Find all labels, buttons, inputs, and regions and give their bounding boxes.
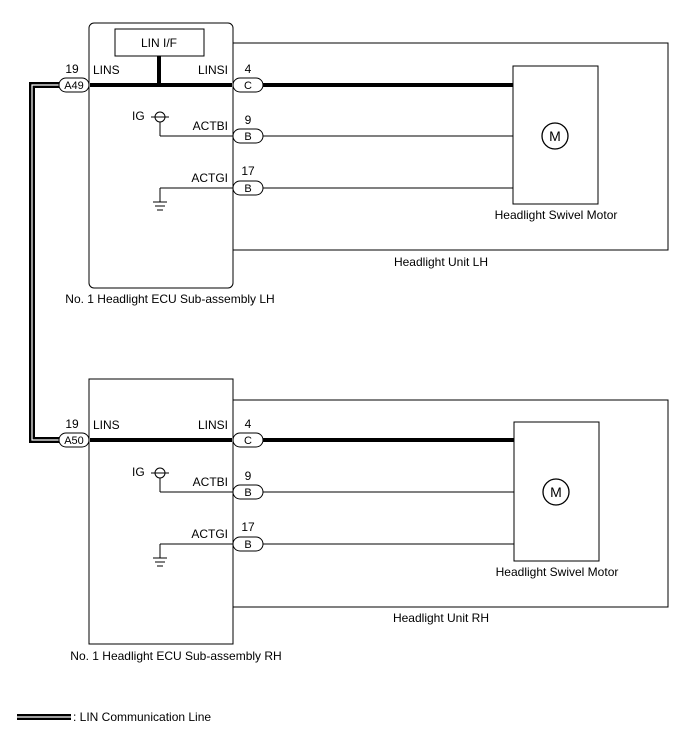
motor-rh-label: Headlight Swivel Motor: [496, 565, 619, 579]
ground-symbol-lh: [153, 187, 233, 211]
connector-a50-label: A50: [64, 435, 84, 447]
lin-if-label: LIN I/F: [141, 36, 177, 50]
connector-b-actgi-lh-label: B: [244, 183, 251, 195]
motor-lh-label: Headlight Swivel Motor: [495, 208, 618, 222]
linsi-pin-rh: 4: [245, 417, 252, 431]
lins-pin-lh: 19: [65, 62, 79, 76]
lins-pin-rh: 19: [65, 417, 79, 431]
connector-a50: A50: [58, 432, 90, 448]
actbi-pin-rh: 9: [245, 469, 252, 483]
ecu-rh-label: No. 1 Headlight ECU Sub-assembly RH: [70, 649, 281, 663]
actgi-pin-lh: 17: [241, 164, 255, 178]
connector-b-actbi-lh-label: B: [244, 131, 251, 143]
connector-b-actgi-rh-label: B: [244, 539, 251, 551]
lins-label-lh: LINS: [93, 63, 120, 77]
unit-rh-label: Headlight Unit RH: [393, 611, 489, 625]
legend: : LIN Communication Line: [17, 710, 211, 724]
ecu-lh-label: No. 1 Headlight ECU Sub-assembly LH: [65, 292, 274, 306]
ecu-lh-box: [88, 22, 234, 289]
connector-b-actgi-rh: B: [232, 536, 264, 552]
ground-symbol-rh: [153, 543, 233, 567]
connector-c-rh-label: C: [244, 435, 252, 447]
actbi-label-lh: ACTBI: [193, 119, 228, 133]
connector-a49-label: A49: [64, 80, 84, 92]
lin-if-box: [114, 28, 205, 57]
actgi-label-rh: ACTGI: [191, 527, 228, 541]
motor-lh-symbol: [541, 122, 569, 150]
connector-b-actgi-lh: B: [232, 180, 264, 196]
motor-rh-symbol: [542, 478, 570, 506]
actgi-label-lh: ACTGI: [191, 171, 228, 185]
actbi-label-rh: ACTBI: [193, 475, 228, 489]
lin-bus-internal-lh: [90, 56, 232, 87]
upper-section: LIN I/F LINS LINSI IG ACTBI ACT: [65, 22, 669, 306]
connector-b-actbi-rh-label: B: [244, 487, 251, 499]
motor-lh-m: M: [549, 128, 561, 144]
connector-c-rh: C: [232, 432, 264, 448]
actgi-pin-rh: 17: [241, 520, 255, 534]
connector-b-actbi-lh: B: [232, 128, 264, 144]
connector-c-lh-label: C: [244, 80, 252, 92]
ig-label-rh: IG: [132, 465, 145, 479]
actbi-pin-lh: 9: [245, 113, 252, 127]
connector-a49: A49: [58, 77, 90, 93]
ig-symbol-rh: IG: [132, 465, 233, 493]
ig-label-lh: IG: [132, 109, 145, 123]
legend-label: : LIN Communication Line: [73, 710, 211, 724]
lin-link: [29, 82, 60, 443]
unit-lh-label: Headlight Unit LH: [394, 255, 488, 269]
ecu-rh-box: [88, 378, 234, 645]
linsi-pin-lh: 4: [245, 62, 252, 76]
linsi-label-lh: LINSI: [198, 63, 228, 77]
ig-symbol-lh: IG: [132, 109, 233, 137]
motor-rh-m: M: [550, 484, 562, 500]
lower-section: LINS LINSI IG ACTBI ACTGI M Headlight Sw…: [70, 378, 669, 663]
linsi-label-rh: LINSI: [198, 418, 228, 432]
lins-label-rh: LINS: [93, 418, 120, 432]
connector-c-lh: C: [232, 77, 264, 93]
connector-b-actbi-rh: B: [232, 484, 264, 500]
